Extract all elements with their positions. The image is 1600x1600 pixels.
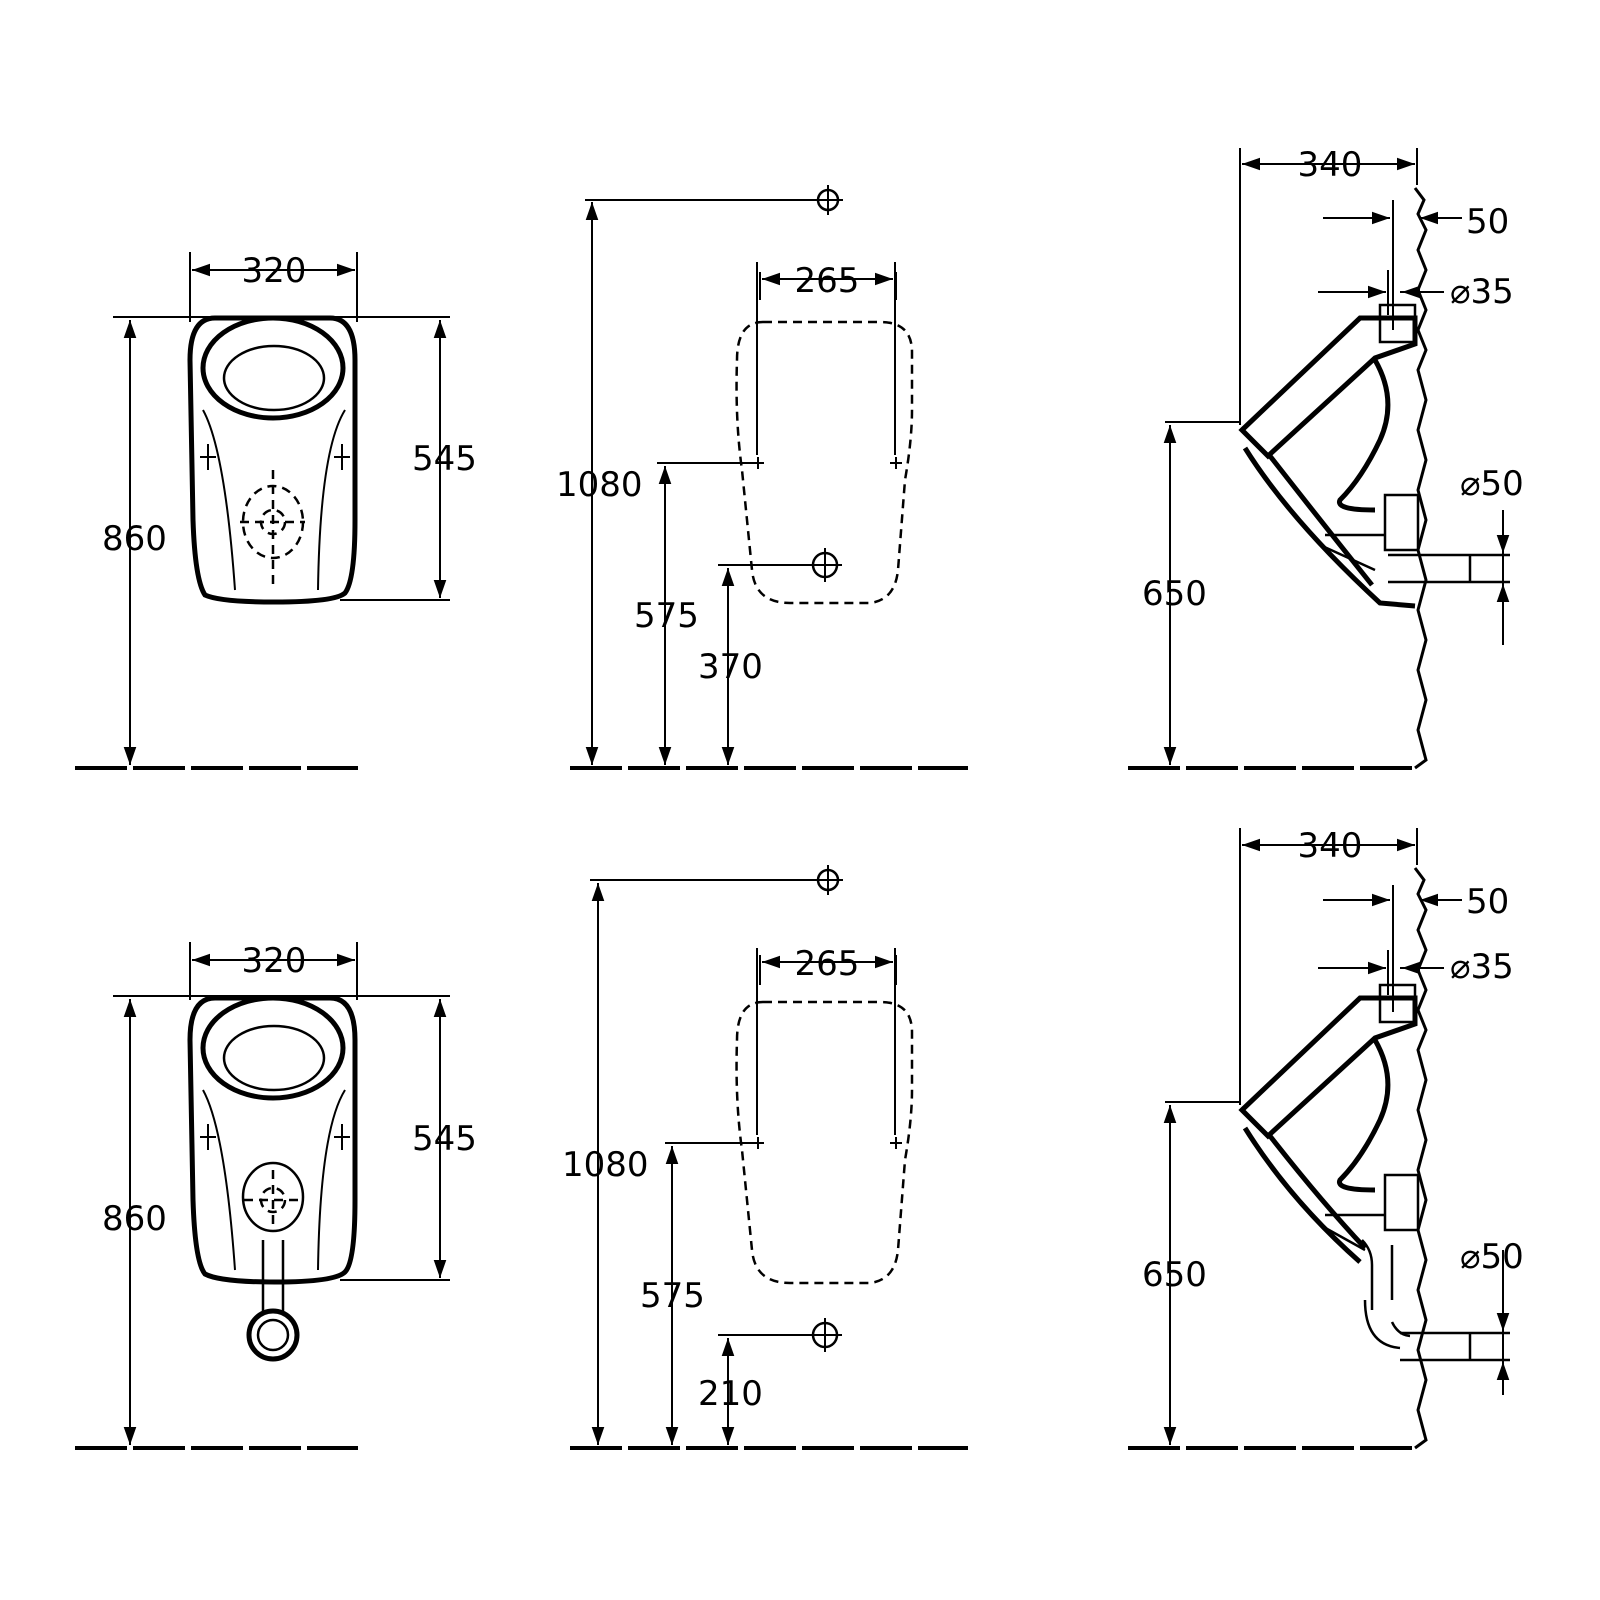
row2-front-bowl-label: 545 [412, 1119, 477, 1159]
row2-side-depth-label: 340 [1298, 826, 1363, 866]
fixing-point-symbol [200, 1124, 350, 1150]
row2-side-body [1238, 995, 1418, 1140]
row1-side-depth-label: 340 [1298, 145, 1363, 185]
row2-side-spud [1378, 983, 1417, 1024]
row2-front-trap [246, 1308, 300, 1362]
row2-side-wall [1413, 867, 1428, 1450]
fixing-point-symbol [752, 457, 902, 469]
row1-front-bowl-label: 545 [412, 439, 477, 479]
row2-front-bowl-opening [222, 1024, 326, 1092]
row2: 320 860 545 265 1080 575 210 [75, 826, 1524, 1450]
row2-side-extension-lines [1165, 828, 1510, 1385]
crosshair-symbol [813, 185, 843, 215]
row1-front-rim [200, 315, 346, 421]
row2-side-view: 340 50 ⌀35 650 ⌀50 [1128, 826, 1524, 1450]
row1-side-body [1238, 315, 1418, 460]
row1-install-supply-label: 1080 [556, 465, 643, 505]
row1-front-view: 320 860 545 [75, 251, 477, 770]
row2-front-total-label: 860 [102, 1199, 167, 1239]
row2-front-body [187, 995, 358, 1285]
row2-install-width-label: 265 [795, 944, 860, 984]
row1: 320 860 545 265 1080 575 370 [75, 145, 1524, 770]
row2-install-lines [590, 879, 897, 1336]
row2-front-width-label: 320 [242, 941, 307, 981]
row2-side-wall-offset-label: 50 [1466, 882, 1509, 922]
row1-side-outlet-pipe [1388, 553, 1510, 584]
row2-side-rim-label: 650 [1142, 1255, 1207, 1295]
row2-front-rim [200, 995, 346, 1101]
row2-side-inlet-label: ⌀35 [1450, 947, 1514, 987]
row2-side-outlet-label: ⌀50 [1460, 1237, 1524, 1277]
row1-install-outlet-label: 370 [698, 647, 763, 687]
row1-side-wall-offset-label: 50 [1466, 202, 1509, 242]
row2-install-supply-label: 1080 [562, 1145, 649, 1185]
row1-install-fixing-label: 575 [634, 596, 699, 636]
row2-front-waste-pipe [261, 1240, 285, 1315]
crosshair-symbol [240, 470, 305, 585]
row2-side-bowl [1242, 1038, 1391, 1264]
row1-install-outline [735, 320, 914, 605]
row2-side-trap [1319, 1173, 1420, 1350]
row1-front-body [187, 315, 358, 605]
row1-side-trap [1319, 493, 1420, 572]
row2-install-view: 265 1080 575 210 [562, 865, 968, 1450]
row1-side-spud [1378, 303, 1417, 344]
crosshair-symbol [813, 865, 843, 895]
row1-front-width-label: 320 [242, 251, 307, 291]
crosshair-symbol [241, 1161, 305, 1233]
row1-front-extension-lines [113, 252, 450, 601]
row2-install-outline [735, 1000, 914, 1285]
row1-side-inlet-label: ⌀35 [1450, 272, 1514, 312]
row1-side-rim-label: 650 [1142, 574, 1207, 614]
row1-front-bowl-opening [222, 344, 326, 412]
row1-side-extension-lines [1165, 148, 1510, 645]
row2-front-inner-line [202, 1089, 346, 1271]
row1-install-view: 265 1080 575 370 [556, 185, 968, 770]
row2-install-outlet-label: 210 [698, 1374, 763, 1414]
row1-install-lines [585, 199, 897, 566]
row1-side-bowl [1242, 358, 1416, 609]
row1-side-wall [1413, 187, 1428, 770]
row1-side-view: 340 50 ⌀35 650 ⌀50 [1128, 145, 1524, 770]
crosshair-symbol [808, 548, 842, 582]
row1-front-inner-line [202, 409, 346, 591]
row2-side-outlet-pipe [1400, 1331, 1510, 1362]
row2-front-view: 320 860 545 [75, 941, 477, 1450]
fixing-point-symbol [752, 1137, 902, 1149]
fixing-point-symbol [200, 444, 350, 470]
row1-front-total-label: 860 [102, 519, 167, 559]
row1-side-outlet-label: ⌀50 [1460, 464, 1524, 504]
row2-front-extension-lines [113, 942, 450, 1281]
crosshair-symbol [808, 1318, 842, 1352]
row2-install-fixing-label: 575 [640, 1276, 705, 1316]
row1-install-width-label: 265 [795, 261, 860, 301]
